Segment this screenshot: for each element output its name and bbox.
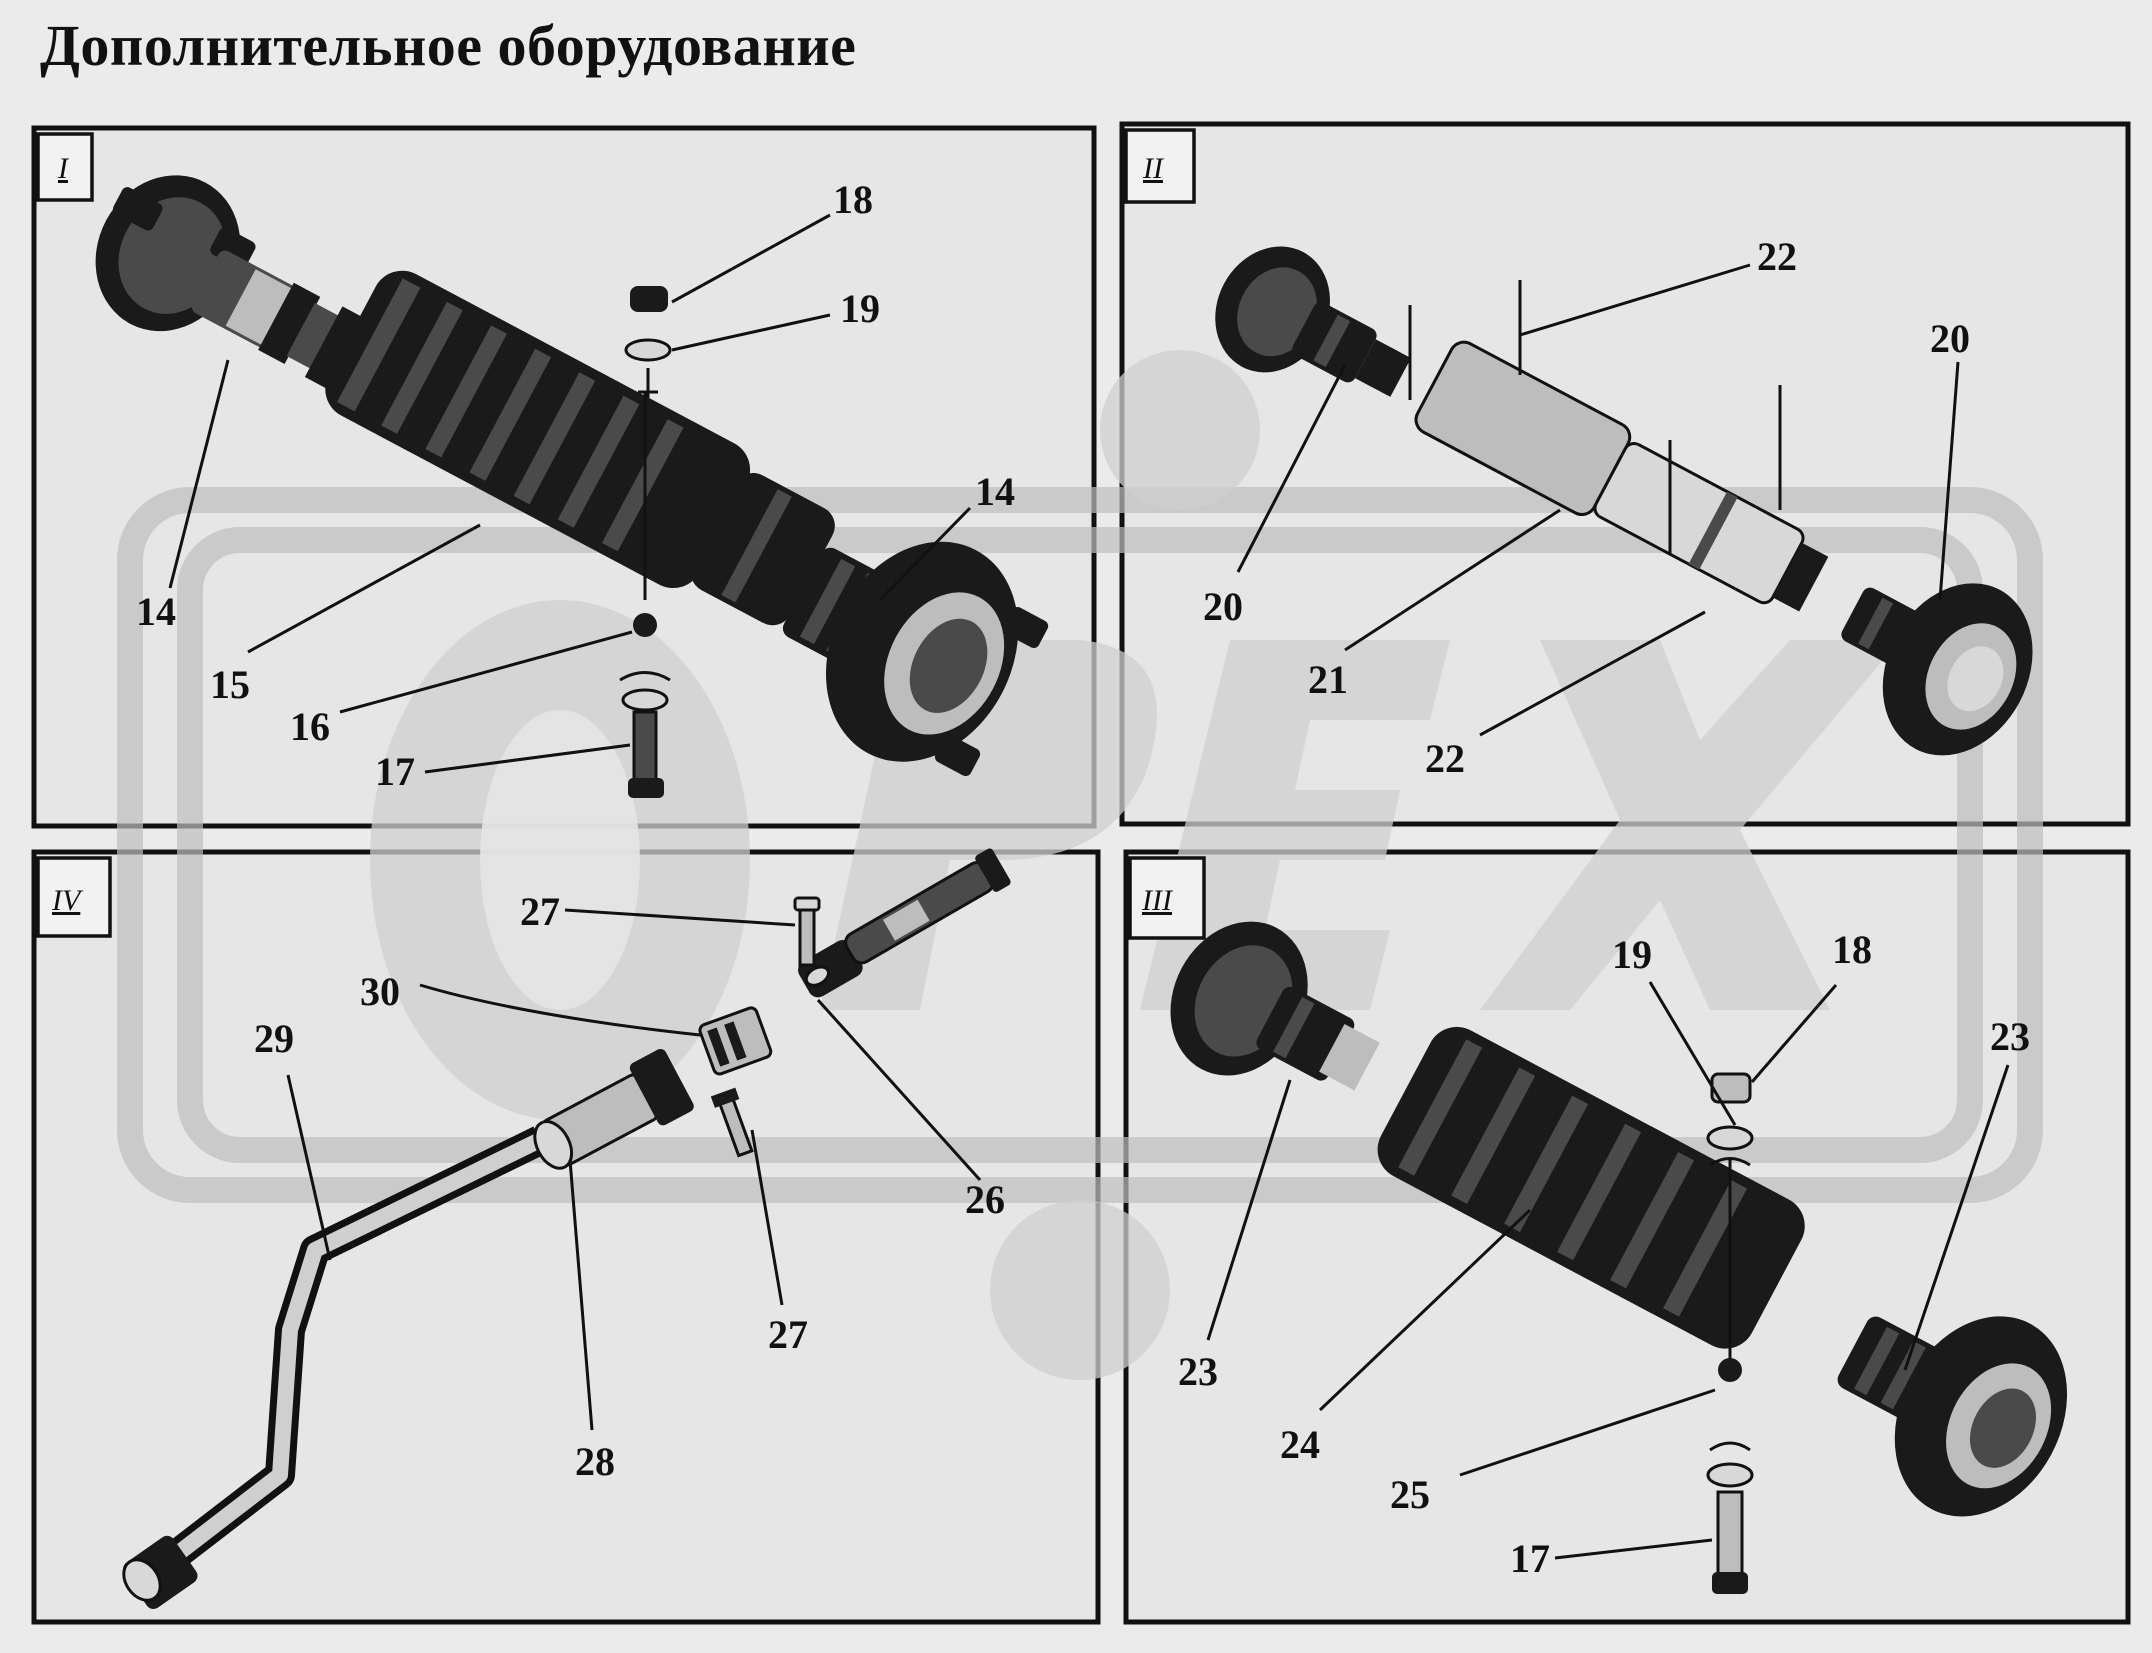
callout-23: 23 xyxy=(1178,1349,1218,1394)
callout-20: 20 xyxy=(1930,316,1970,361)
callout-17: 17 xyxy=(1510,1536,1550,1581)
svg-text:II: II xyxy=(1142,152,1165,185)
panel-IV-number: IV xyxy=(36,856,112,938)
callout-19: 19 xyxy=(1612,932,1652,977)
callout-24: 24 xyxy=(1280,1422,1320,1467)
callout-27: 27 xyxy=(520,889,560,934)
panel-I-number: I xyxy=(36,132,94,202)
callout-20: 20 xyxy=(1203,584,1243,629)
callout-25: 25 xyxy=(1390,1472,1430,1517)
panel-II-callouts: 22 20 20 21 22 xyxy=(1203,234,1970,781)
callout-30: 30 xyxy=(360,969,400,1014)
panel-II-number: II xyxy=(1124,128,1196,204)
callout-19: 19 xyxy=(840,286,880,331)
callout-14: 14 xyxy=(975,469,1015,514)
callout-14: 14 xyxy=(136,589,176,634)
callout-22: 22 xyxy=(1757,234,1797,279)
watermark-logo xyxy=(117,350,2043,1380)
panel-IV-crank-handle xyxy=(122,848,1011,1610)
svg-text:I: I xyxy=(57,152,70,185)
callout-15: 15 xyxy=(210,662,250,707)
svg-text:IV: IV xyxy=(51,884,84,917)
callout-28: 28 xyxy=(575,1439,615,1484)
panel-I-cardan-shaft xyxy=(95,175,1049,798)
callout-21: 21 xyxy=(1308,657,1348,702)
page-title: Дополнительное оборудование xyxy=(40,13,857,78)
panel-III-number: III xyxy=(1128,856,1206,940)
callout-23: 23 xyxy=(1990,1014,2030,1059)
panel-I-callouts: 18 19 14 14 15 16 17 xyxy=(136,177,1015,794)
callout-18: 18 xyxy=(1832,927,1872,972)
callout-18: 18 xyxy=(833,177,873,222)
callout-16: 16 xyxy=(290,704,330,749)
callout-29: 29 xyxy=(254,1016,294,1061)
callout-26: 26 xyxy=(965,1177,1005,1222)
panel-III-cardan-shaft xyxy=(1170,921,2068,1594)
svg-text:III: III xyxy=(1141,884,1174,917)
panel-II-telescopic-shaft xyxy=(1215,246,2033,756)
panel-IV-callouts: 27 30 29 26 27 28 xyxy=(254,889,1005,1484)
callout-27: 27 xyxy=(768,1312,808,1357)
callout-22: 22 xyxy=(1425,736,1465,781)
panel-III-callouts: 19 18 23 23 24 25 17 xyxy=(1178,927,2030,1581)
callout-17: 17 xyxy=(375,749,415,794)
